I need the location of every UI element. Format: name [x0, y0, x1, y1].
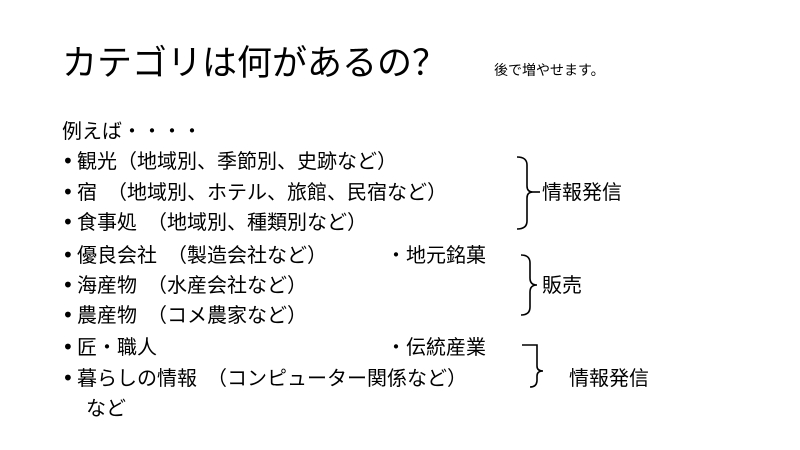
bullet-marker: •: [62, 210, 74, 234]
bullet-marker: •: [62, 273, 74, 297]
bracket-sales-group: [520, 254, 538, 316]
list-continuation: など: [86, 396, 126, 420]
list-item: •暮らしの情報 （コンピューター関係など）: [62, 364, 467, 392]
list-item: •宿 （地域別、ホテル、旅館、民宿など）: [62, 178, 447, 206]
list-item: •食事処 （地域別、種類別など）: [62, 208, 367, 236]
bullet-marker: •: [62, 303, 74, 327]
group-label-info-1: 情報発信: [542, 180, 622, 204]
list-item: •農産物 （コメ農家など）: [62, 301, 307, 329]
bracket-info-group-1: [516, 156, 534, 230]
list-item: •海産物 （水産会社など）: [62, 271, 307, 299]
bullet-marker: •: [62, 335, 74, 359]
list-item-text: 海産物 （水産会社など）: [77, 273, 307, 297]
extra-item-local-sweets: ・地元銘菓: [386, 243, 486, 267]
slide-note: 後で増やせます。: [494, 63, 605, 79]
list-item-text: 農産物 （コメ農家など）: [77, 303, 307, 327]
intro-text: 例えば・・・・: [62, 119, 202, 143]
list-item-text: 観光（地域別、季節別、史跡など）: [77, 149, 397, 173]
bracket-info-group-2: [522, 344, 544, 388]
bullet-marker: •: [62, 149, 74, 173]
slide-title: カテゴリは何があるの？: [62, 44, 448, 84]
group-label-info-2: 情報発信: [569, 366, 649, 390]
bullet-marker: •: [62, 243, 74, 267]
list-item-text: 食事処 （地域別、種類別など）: [77, 210, 367, 234]
list-item-text: 匠・職人: [77, 335, 157, 359]
list-item-text: 優良会社 （製造会社など）: [77, 243, 327, 267]
list-item: •匠・職人: [62, 333, 157, 361]
group-label-sales: 販売: [542, 273, 582, 297]
bullet-marker: •: [62, 366, 74, 390]
list-item-text: 暮らしの情報 （コンピューター関係など）: [77, 366, 467, 390]
bullet-marker: •: [62, 180, 74, 204]
list-item-text: 宿 （地域別、ホテル、旅館、民宿など）: [77, 180, 447, 204]
list-item: •優良会社 （製造会社など）: [62, 241, 327, 269]
extra-item-traditional-industry: ・伝統産業: [386, 335, 486, 359]
list-item: •観光（地域別、季節別、史跡など）: [62, 147, 397, 175]
